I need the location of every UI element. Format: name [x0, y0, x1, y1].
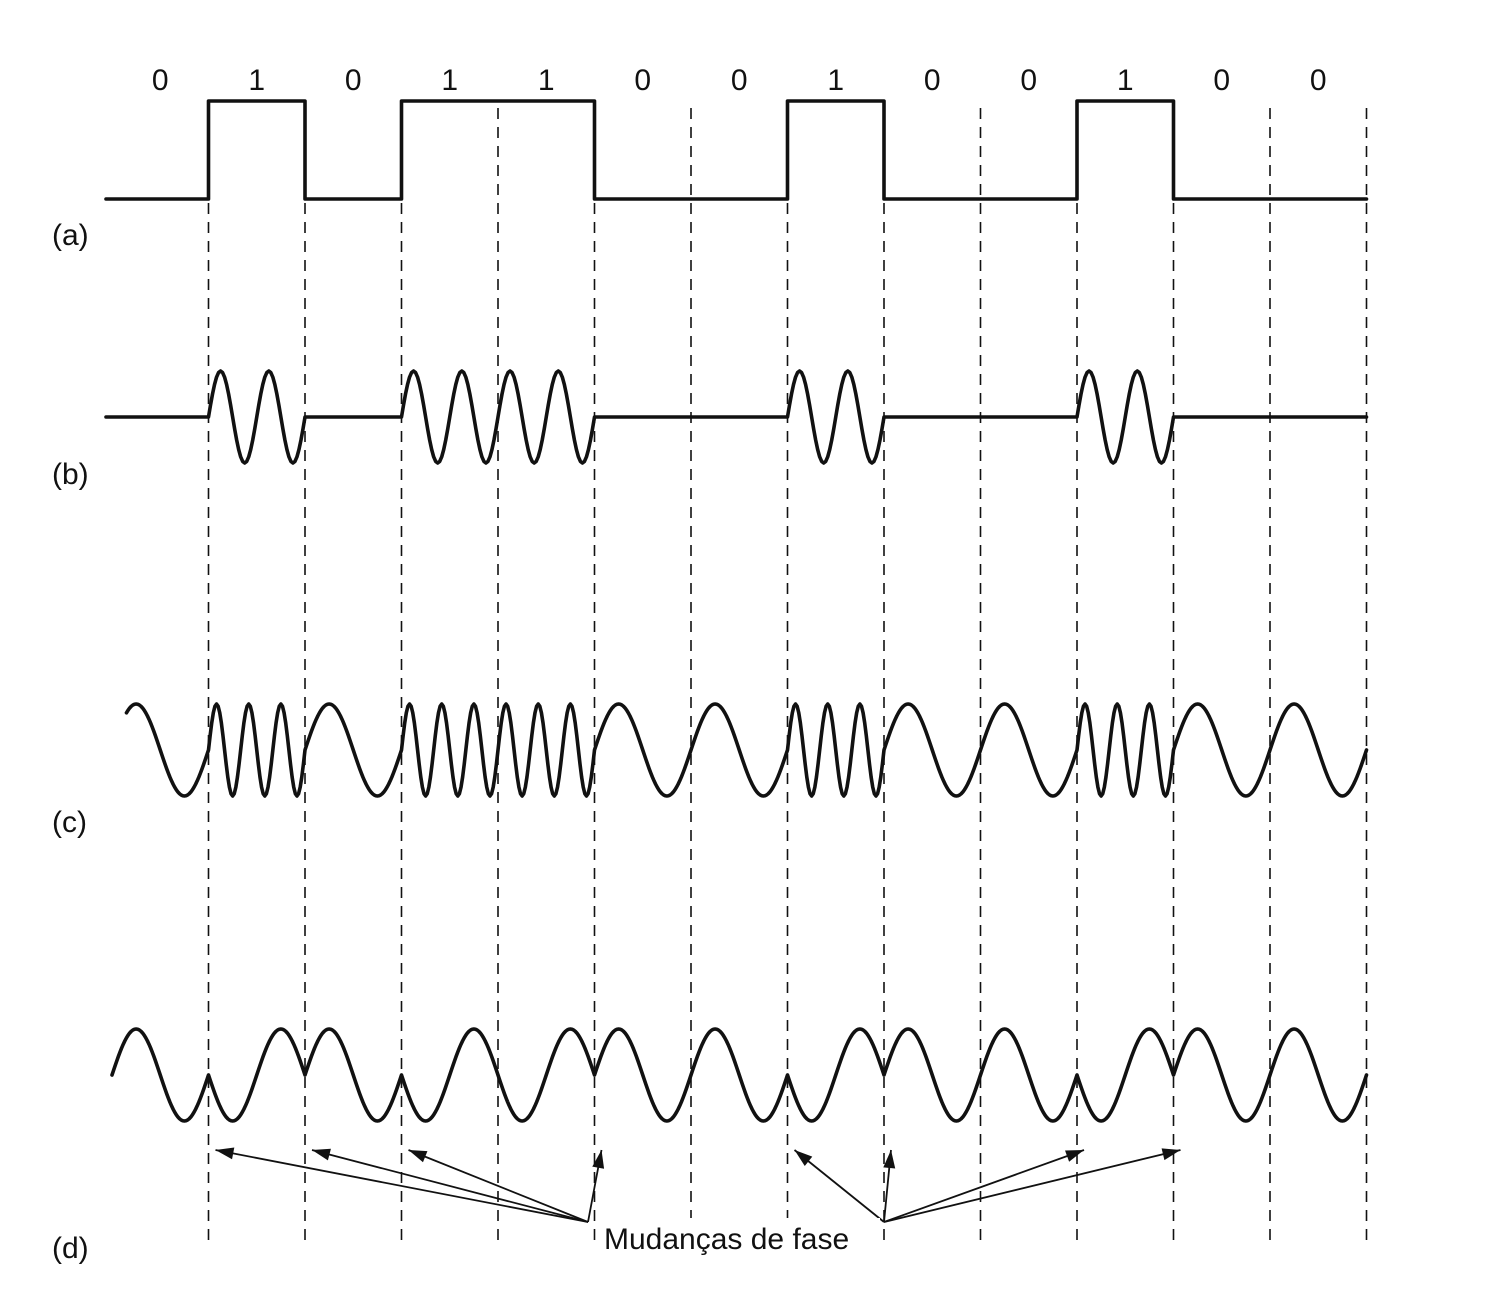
arrowhead [1161, 1148, 1181, 1161]
bit-label: 0 [345, 64, 362, 97]
bit-label: 0 [152, 64, 169, 97]
bit-label: 1 [441, 64, 458, 97]
phase-change-arrows [215, 1147, 1181, 1223]
bit-label: 0 [731, 64, 748, 97]
bit-label: 1 [827, 64, 844, 97]
bit-label: 0 [924, 64, 941, 97]
bit-label: 0 [634, 64, 651, 97]
row-label-b: (b) [52, 458, 89, 491]
bit-label: 1 [538, 64, 555, 97]
phase-change-arrow [883, 1149, 1181, 1223]
bit-label: 0 [1310, 64, 1327, 97]
phase-change-arrow [311, 1149, 589, 1223]
arrowhead [592, 1150, 605, 1169]
phase-change-arrow [215, 1149, 589, 1223]
amplitude-modulation-waveform [104, 369, 1369, 465]
row-label-d: (d) [52, 1232, 89, 1265]
phase-modulation-waveform [110, 1027, 1369, 1123]
phase-change-caption: Mudanças de fase [604, 1223, 849, 1256]
arrowhead [883, 1150, 896, 1169]
arrowhead [215, 1147, 235, 1160]
row-label-a: (a) [52, 219, 89, 252]
arrowhead [312, 1148, 331, 1161]
bit-label: 0 [1020, 64, 1037, 97]
phase-change-arrow [883, 1149, 1085, 1223]
frequency-modulation-waveform [124, 702, 1369, 798]
digital-signal-waveform [104, 99, 1369, 201]
arrowhead [408, 1150, 428, 1163]
caption-background [598, 1218, 880, 1258]
bit-label: 1 [1117, 64, 1134, 97]
arrowhead [1065, 1150, 1084, 1162]
row-label-c: (c) [52, 806, 87, 839]
phase-change-arrow [793, 1149, 885, 1223]
bit-label: 0 [1213, 64, 1230, 97]
bit-label: 1 [248, 64, 265, 97]
phase-change-arrow [408, 1149, 589, 1223]
arrowhead [794, 1150, 813, 1166]
bit-sequence-labels: 0 1 0 1 1 0 0 1 0 0 1 0 0 [152, 64, 1327, 97]
